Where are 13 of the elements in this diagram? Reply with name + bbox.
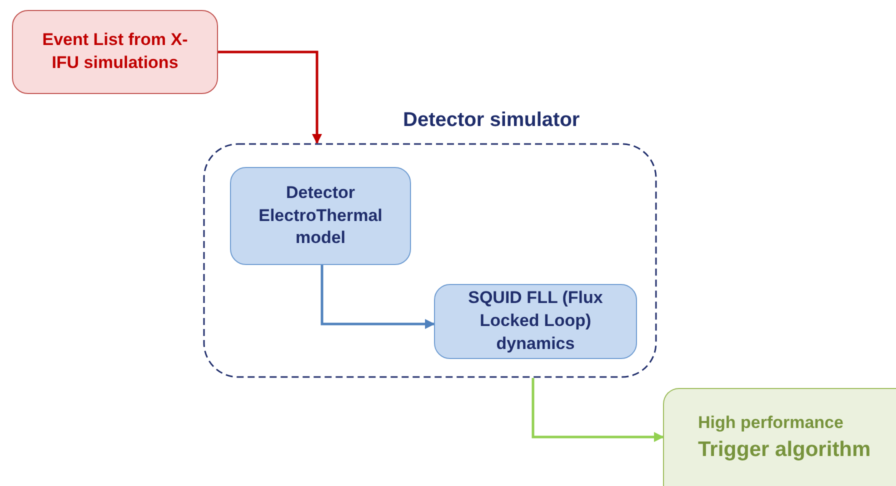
output-title: Trigger algorithm <box>698 436 871 463</box>
box-label: Event List from X-IFU simulations <box>41 29 189 74</box>
box-label: SQUID FLL (Flux Locked Loop) dynamics <box>467 287 604 355</box>
output-box <box>663 388 896 486</box>
arrow <box>320 265 435 329</box>
process-box <box>230 167 411 265</box>
input-box <box>12 10 218 94</box>
box-label: Detector ElectroThermal model <box>258 182 384 250</box>
process-box <box>434 284 637 359</box>
arrow <box>218 50 322 144</box>
group-title: Detector simulator <box>403 109 580 132</box>
output-subtitle: High performance <box>698 412 844 434</box>
arrow <box>532 378 664 442</box>
